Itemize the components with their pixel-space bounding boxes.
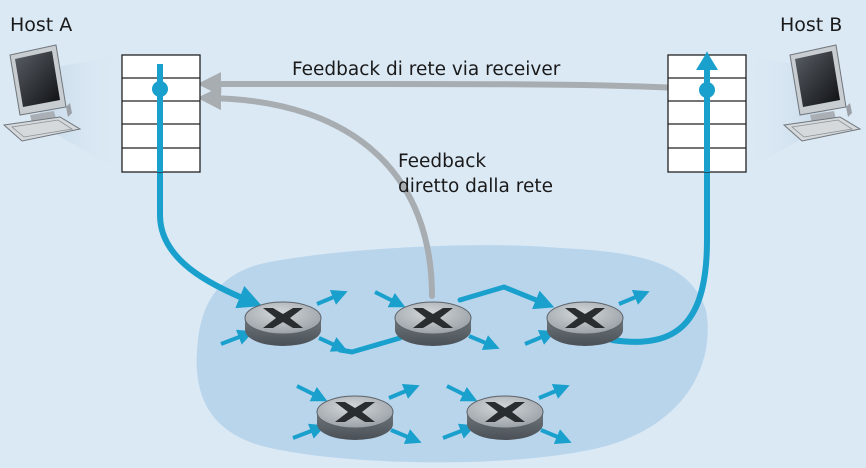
feedback-path-direct xyxy=(197,86,435,299)
router-icon xyxy=(316,395,394,441)
router-icon xyxy=(394,301,472,347)
feedback-receiver-label: Feedback di rete via receiver xyxy=(292,59,561,80)
router-2 xyxy=(374,290,500,350)
network-cloud xyxy=(196,245,708,463)
host-a-label: Host A xyxy=(10,14,73,36)
buffer-b-marker xyxy=(699,82,715,98)
feedback-path-receiver xyxy=(197,72,710,96)
arrow-up-icon xyxy=(696,52,718,70)
data-path-to-host-b xyxy=(609,51,719,345)
router-3 xyxy=(524,290,650,347)
router-5 xyxy=(442,384,572,444)
data-path-segment xyxy=(457,284,555,310)
data-path xyxy=(157,61,263,309)
host-b-label: Host B xyxy=(780,14,843,36)
router-4 xyxy=(292,384,422,444)
router-icon xyxy=(546,301,624,347)
buffer-a-marker xyxy=(152,81,168,97)
router-1 xyxy=(220,290,348,352)
router-icon xyxy=(466,395,544,441)
feedback-direct-label-line2: diretto dalla rete xyxy=(398,176,553,197)
feedback-direct-label-line1: Feedback xyxy=(398,151,487,172)
router-icon xyxy=(244,301,322,347)
